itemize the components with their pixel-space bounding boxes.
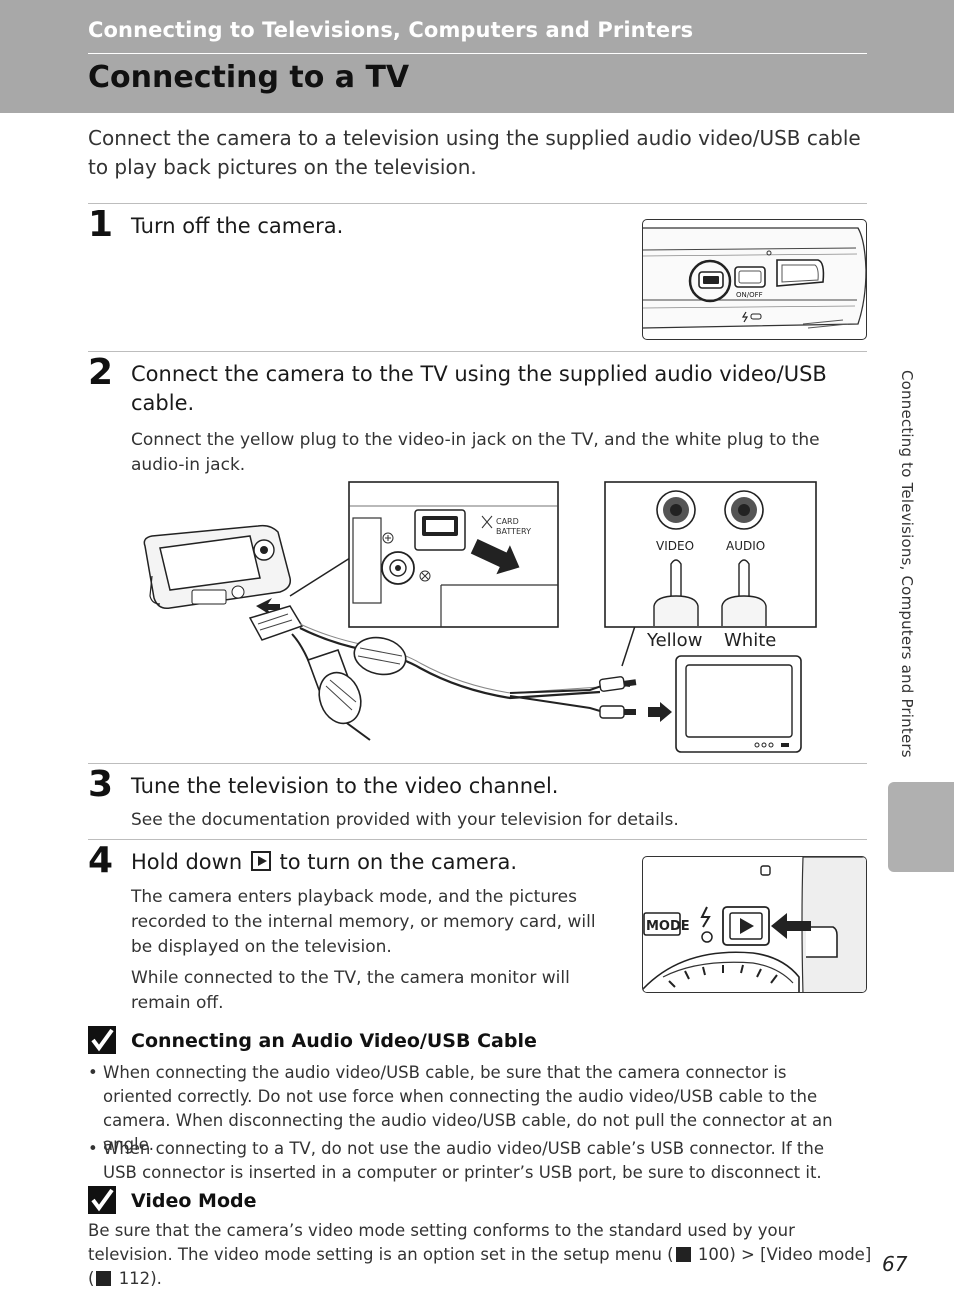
video-mode-note-title: Video Mode <box>131 1190 257 1212</box>
divider <box>88 839 867 840</box>
page-reference-number: 112 <box>118 1269 151 1288</box>
jack-audio-label: AUDIO <box>726 539 765 553</box>
video-mode-text: Be sure that the camera’s video mode set… <box>88 1219 878 1291</box>
side-tab-label: Connecting to Televisions, Computers and… <box>898 370 916 758</box>
step-4-number: 4 <box>88 840 114 881</box>
bullet-dot: • <box>88 1139 98 1158</box>
intro-paragraph: Connect the camera to a television using… <box>88 126 861 179</box>
cable-note-title: Connecting an Audio Video/USB Cable <box>131 1030 537 1052</box>
step-2-body: Connect the yellow plug to the video-in … <box>131 430 820 475</box>
page-reference-icon <box>96 1271 112 1286</box>
video-mode-text-part: ) > [Video mode] ( <box>88 1245 872 1288</box>
mode-label: MODE <box>646 919 690 934</box>
step-2-title: Connect the camera to the TV using the s… <box>131 362 827 415</box>
header-band <box>0 0 954 113</box>
list-item-text: When connecting to a TV, do not use the … <box>103 1139 824 1182</box>
onoff-label: ON/OFF <box>736 291 763 299</box>
divider <box>88 351 867 352</box>
card-label: CARD <box>496 517 519 526</box>
list-item-text: When connecting the audio video/USB cabl… <box>103 1063 833 1154</box>
connection-illustration: CARD BATTERY VIDEO AUDIO Yellow White <box>143 481 817 753</box>
step-3-number: 3 <box>88 764 114 805</box>
page-reference-number: 100 <box>697 1245 730 1264</box>
page-reference-icon <box>675 1247 691 1262</box>
step-1-number: 1 <box>88 204 114 245</box>
playback-button-figure: MODE <box>642 856 867 993</box>
divider <box>88 763 867 764</box>
step-2-number: 2 <box>88 352 114 393</box>
video-mode-text-part: ). <box>150 1269 162 1288</box>
step-4-title-before: Hold down <box>131 850 243 874</box>
side-tab-marker <box>888 782 954 872</box>
plug-yellow-label: Yellow <box>646 630 702 651</box>
battery-label: BATTERY <box>496 527 531 536</box>
header-rule <box>88 53 867 54</box>
step-3-title: Tune the television to the video channel… <box>131 774 559 798</box>
list-item: • When connecting to a TV, do not use th… <box>88 1137 848 1185</box>
list-item: • When connecting the audio video/USB ca… <box>88 1061 848 1157</box>
step-4-title-after: to turn on the camera. <box>279 850 518 874</box>
step-3-body: See the documentation provided with your… <box>131 810 679 830</box>
note-check-icon <box>88 1186 116 1214</box>
step-4-title: Hold down to turn on the camera. <box>131 848 517 877</box>
step-4-body-1: The camera enters playback mode, and the… <box>131 887 596 957</box>
page-number: 67 <box>882 1252 908 1276</box>
step-4-body-2: While connected to the TV, the camera mo… <box>131 968 570 1013</box>
bullet-dot: • <box>88 1063 98 1082</box>
note-check-icon <box>88 1026 116 1054</box>
playback-icon <box>250 851 271 871</box>
camera-top-figure: ON/OFF <box>642 219 867 340</box>
page-title: Connecting to a TV <box>88 60 410 95</box>
divider <box>88 203 867 204</box>
video-mode-text-part: Be sure that the camera’s video mode set… <box>88 1221 795 1264</box>
step-1-title: Turn off the camera. <box>131 214 344 238</box>
section-title: Connecting to Televisions, Computers and… <box>88 18 694 42</box>
jack-video-label: VIDEO <box>656 539 694 553</box>
plug-white-label: White <box>724 630 776 651</box>
